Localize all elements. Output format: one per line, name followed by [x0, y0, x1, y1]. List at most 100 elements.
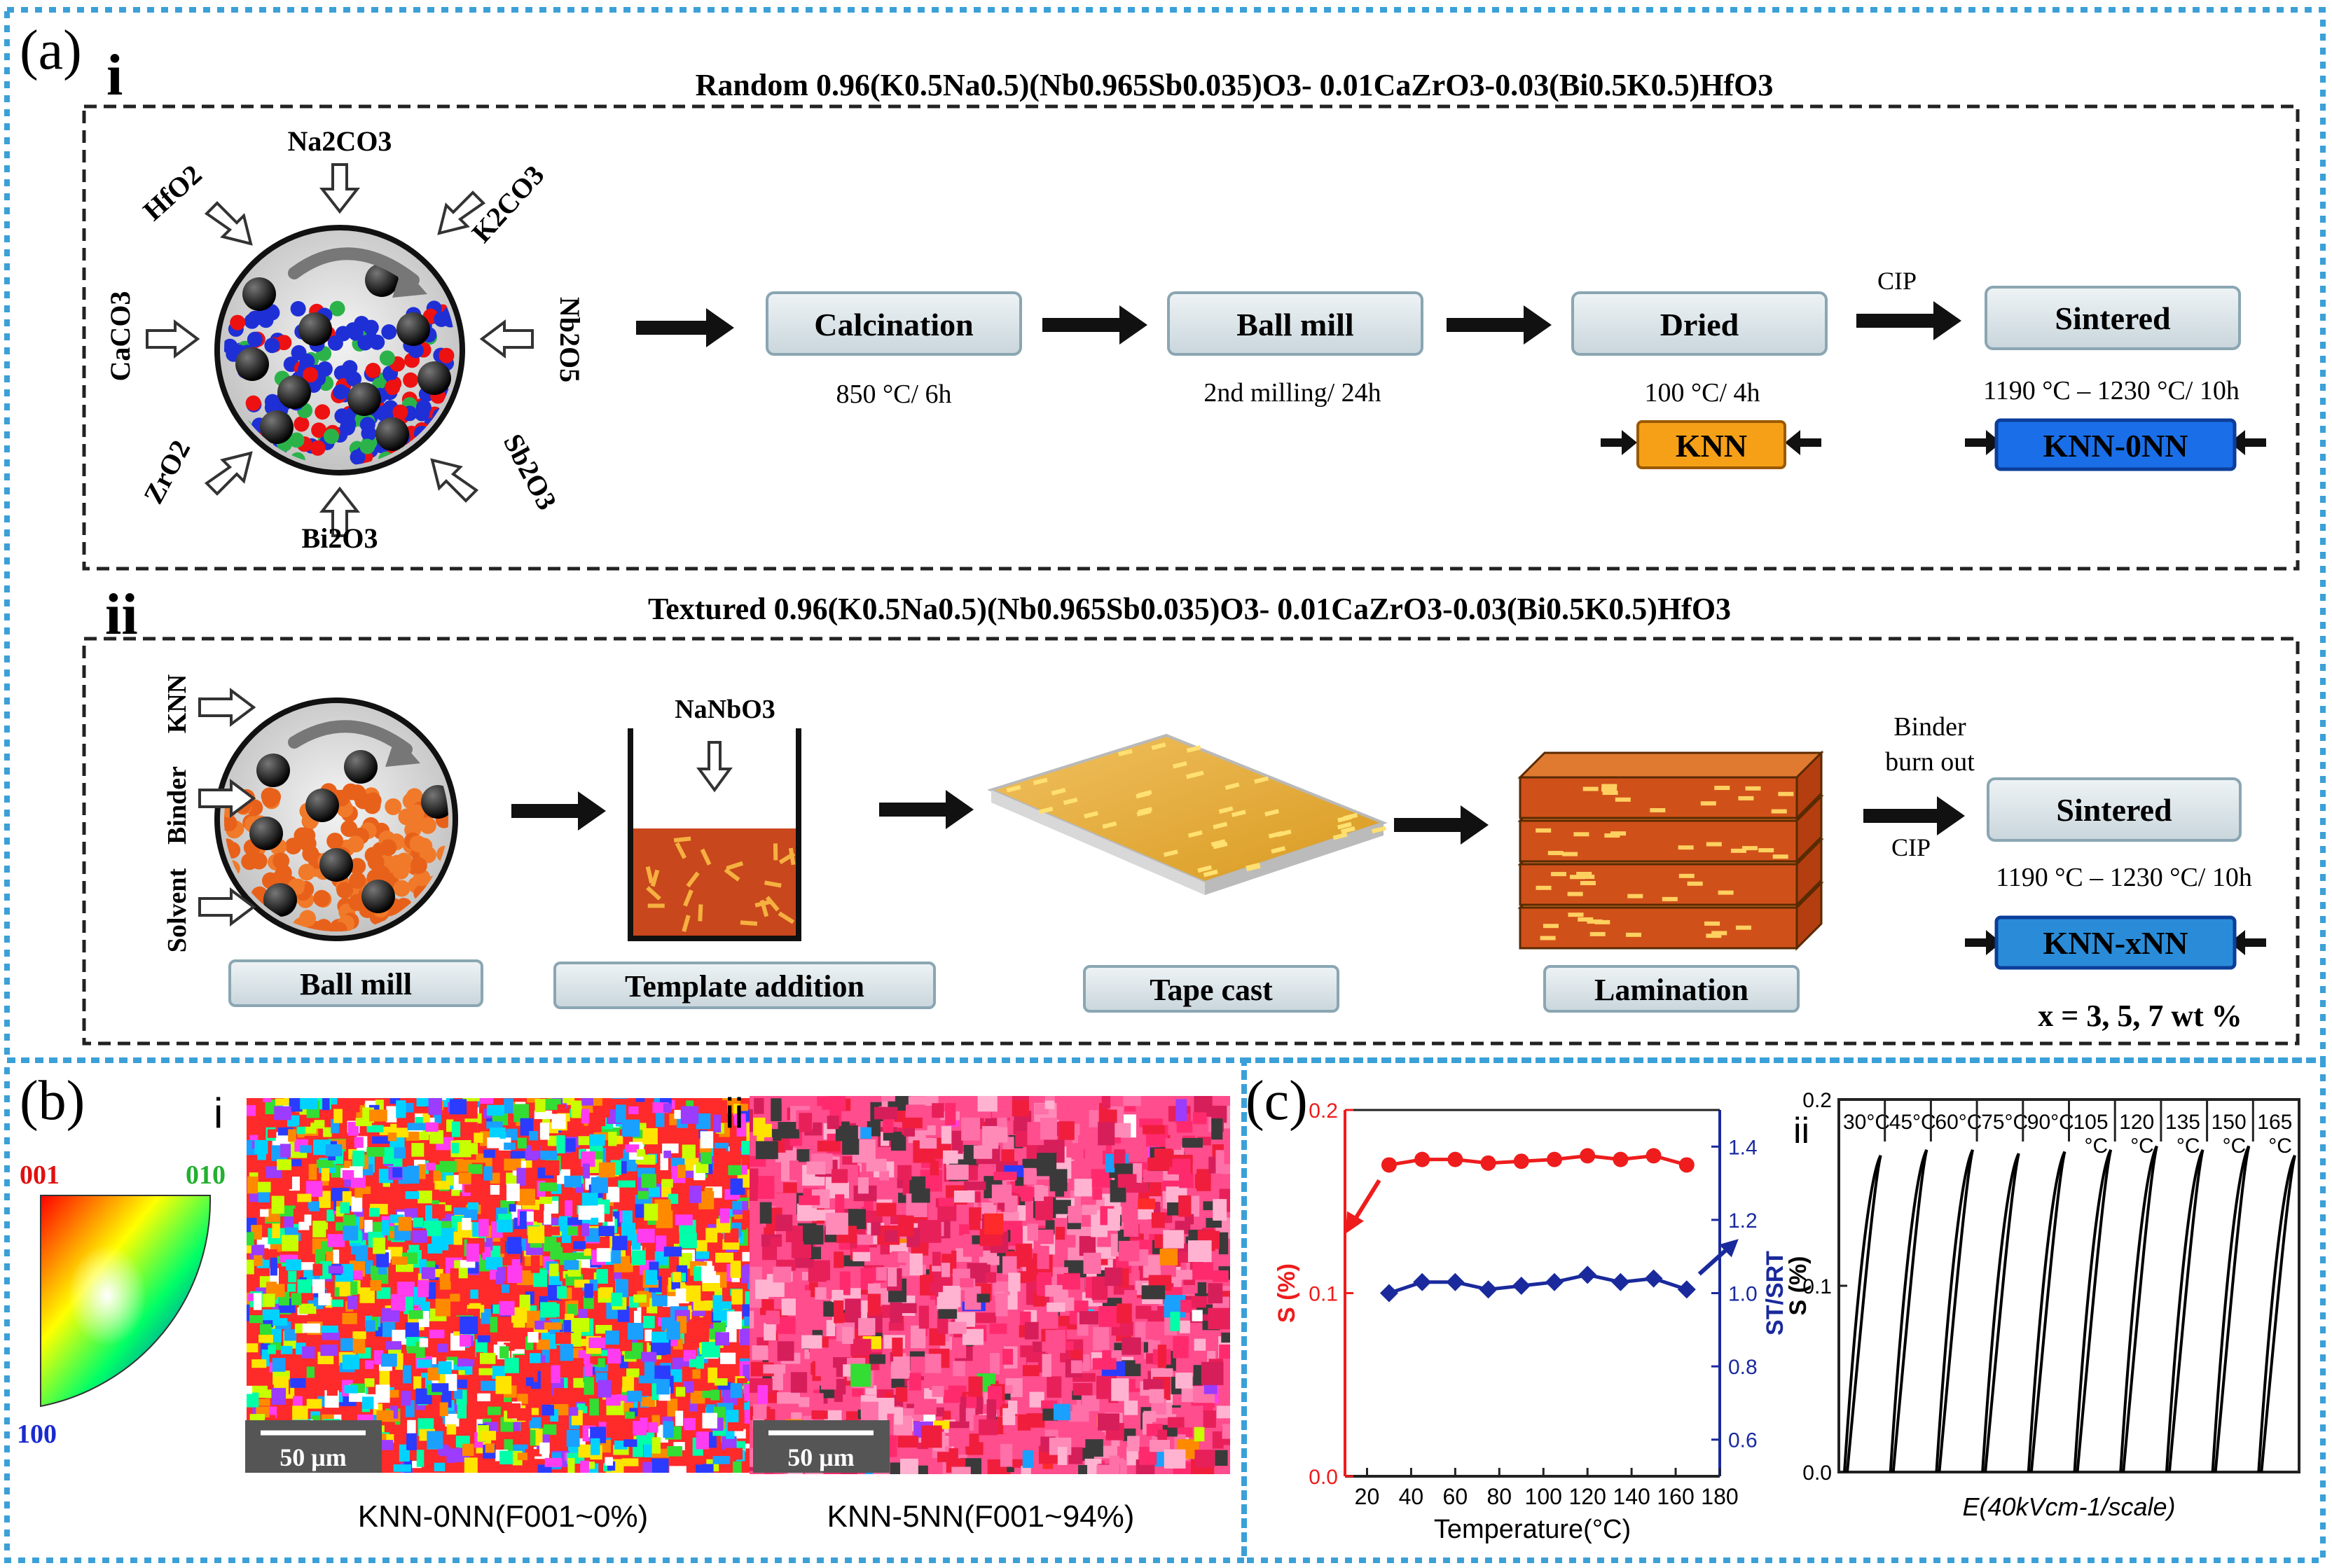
data-point	[1546, 1151, 1562, 1167]
grain	[1044, 1284, 1063, 1297]
grain	[574, 1279, 590, 1288]
x-tick-label: 180	[1701, 1484, 1738, 1509]
grain	[294, 1323, 305, 1333]
grain	[671, 1281, 681, 1290]
grain	[640, 1417, 648, 1431]
grain	[446, 1424, 457, 1435]
grain	[1092, 1188, 1103, 1200]
grain	[835, 1125, 858, 1142]
template-particle	[1213, 841, 1228, 849]
powder-particle	[340, 820, 358, 838]
powder-particle	[365, 362, 381, 378]
grain	[543, 1236, 557, 1251]
grain	[730, 1261, 741, 1278]
grain	[817, 1140, 841, 1152]
milling-ball	[235, 347, 269, 381]
template-particle	[1772, 854, 1788, 859]
grain	[977, 1293, 991, 1303]
grain	[535, 1429, 543, 1446]
template-particle	[1540, 936, 1556, 941]
grain	[249, 1315, 263, 1324]
grain	[432, 1417, 441, 1431]
powder-particle	[359, 438, 375, 455]
grain	[894, 1407, 904, 1425]
template-particle	[1706, 934, 1722, 938]
grain	[537, 1464, 552, 1473]
grain	[375, 1385, 390, 1403]
grain	[633, 1294, 647, 1303]
grain	[270, 1257, 277, 1276]
grain	[392, 1167, 402, 1178]
grain	[941, 1125, 952, 1144]
grain	[405, 1296, 413, 1314]
grain	[359, 1277, 371, 1286]
data-point	[1644, 1269, 1663, 1288]
x-tick-label: 60	[1443, 1484, 1468, 1509]
grain	[506, 1184, 520, 1202]
reagent-bi2o3: Bi2O3	[302, 522, 378, 554]
grain	[713, 1148, 726, 1163]
grain	[719, 1208, 730, 1223]
grain	[280, 1254, 298, 1263]
grain	[1194, 1338, 1206, 1351]
grain	[932, 1386, 944, 1397]
grain	[557, 1286, 567, 1299]
grain	[292, 1406, 308, 1420]
grain	[258, 1334, 273, 1343]
grain	[257, 1399, 270, 1406]
grain	[689, 1185, 702, 1203]
grain	[321, 1177, 329, 1186]
grain	[474, 1132, 483, 1143]
grain	[660, 1153, 668, 1170]
grain	[456, 1379, 467, 1389]
grain	[1192, 1112, 1207, 1125]
grain	[536, 1339, 551, 1350]
grain	[263, 1098, 271, 1102]
grain	[260, 1293, 275, 1307]
grain	[702, 1283, 720, 1291]
grain	[359, 1287, 375, 1303]
grain	[677, 1165, 686, 1179]
grain	[584, 1377, 594, 1395]
data-point	[1446, 1272, 1465, 1291]
panel-b-label: (b)	[20, 1070, 85, 1132]
template-particle	[1711, 931, 1727, 936]
powder-particle	[329, 300, 345, 317]
grain	[701, 1152, 712, 1165]
grain	[1151, 1212, 1165, 1228]
grain	[588, 1112, 606, 1127]
grain	[631, 1250, 646, 1265]
grain	[426, 1163, 436, 1171]
grain	[626, 1368, 640, 1378]
grain	[399, 1380, 411, 1394]
temperature-label: 135	[2165, 1111, 2200, 1134]
strain-loop-down	[2076, 1149, 2113, 1473]
grain	[953, 1190, 975, 1203]
grain	[598, 1162, 616, 1178]
grain	[598, 1358, 605, 1368]
template-particle	[1332, 832, 1348, 840]
grain	[697, 1317, 709, 1326]
grain	[540, 1302, 557, 1318]
axis-pointer-left-head	[1345, 1211, 1364, 1234]
milling-ball	[347, 382, 381, 416]
grain	[726, 1311, 742, 1329]
grain	[298, 1221, 310, 1230]
data-point	[1512, 1277, 1531, 1296]
grain	[465, 1143, 478, 1155]
grain	[289, 1098, 303, 1112]
grain	[630, 1396, 638, 1414]
grain	[1078, 1464, 1088, 1474]
grain	[571, 1111, 581, 1118]
grain	[401, 1390, 411, 1406]
knn-badge-label: KNN	[1676, 428, 1747, 464]
grain	[405, 1191, 420, 1200]
scale-bar-box-i	[245, 1420, 382, 1473]
grain	[959, 1224, 970, 1236]
template-particle	[682, 915, 691, 932]
grain	[392, 1256, 408, 1265]
grain	[297, 1279, 312, 1293]
template-particle	[1735, 925, 1751, 930]
grain	[378, 1265, 387, 1275]
grain	[316, 1159, 335, 1168]
